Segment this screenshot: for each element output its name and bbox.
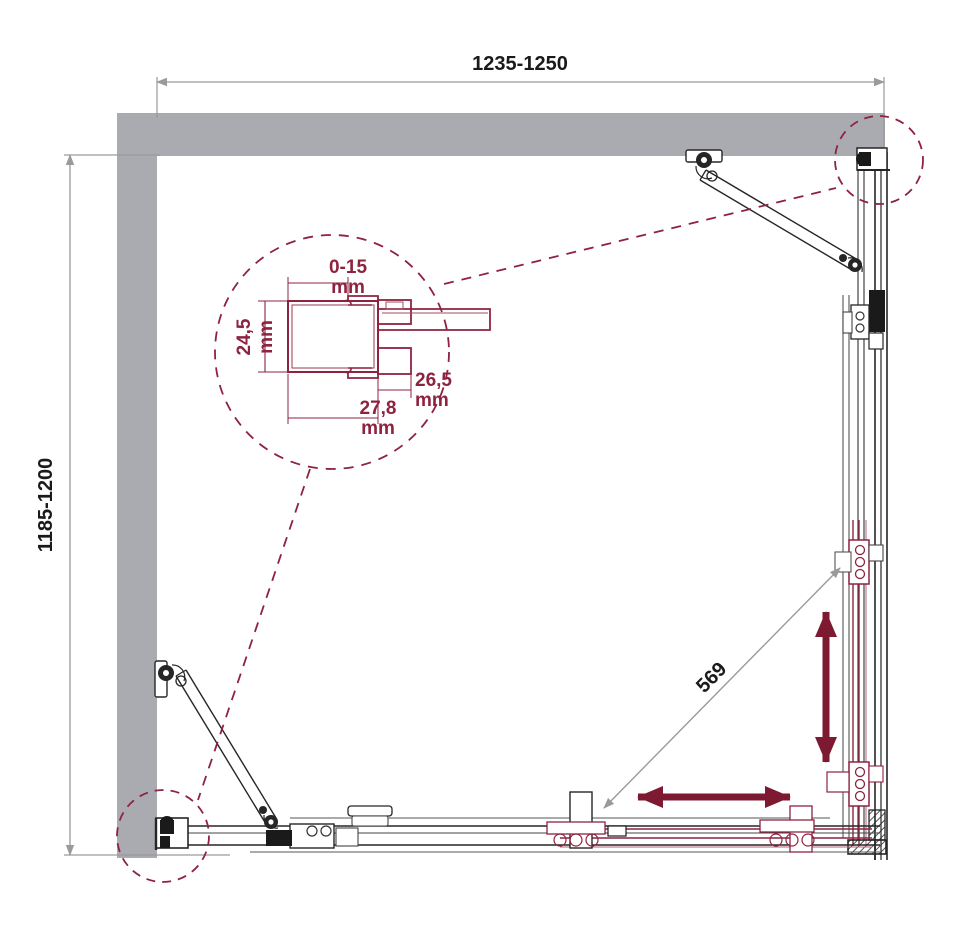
stabilizer-bar-top [685, 149, 863, 273]
detail-dim-height: 24,5 mm [234, 300, 290, 373]
right-lower-hinge [834, 539, 884, 585]
dimension-door-opening: 569 [603, 567, 841, 809]
wall-group [117, 113, 885, 858]
dimension-width: 1235-1250 [156, 53, 885, 160]
detail-dim-depth-unit: mm [415, 390, 449, 411]
right-panel-assembly [826, 147, 890, 860]
bottom-left-wall-bracket [154, 816, 189, 850]
bottom-panel-assembly [154, 791, 880, 853]
bottom-rail-hinge-left [266, 823, 359, 849]
wall-top [117, 113, 885, 156]
detail-magnifier: 0-15 mm 24,5 mm 26,5 mm [214, 234, 491, 470]
detail-marker-top-right [834, 115, 924, 205]
detail-dim-gap: 0-15 mm [287, 257, 367, 302]
detail-dim-height-unit: mm [256, 320, 277, 354]
detail-dim-width: 27,8 mm [287, 374, 397, 439]
dimension-door-opening-label: 569 [692, 658, 731, 697]
detail-dim-gap-unit: mm [331, 277, 365, 298]
wall-left [117, 113, 157, 858]
detail-leader-lines [197, 187, 837, 801]
bottom-rail-center-stop [546, 791, 627, 849]
dimension-height-label: 1185-1200 [35, 458, 57, 553]
right-upper-hinge [842, 290, 885, 350]
detail-dim-width-unit: mm [361, 418, 395, 439]
dimension-height: 1185-1200 [35, 154, 230, 856]
detail-dim-depth: 26,5 mm [377, 370, 452, 411]
profile-cross-section [287, 295, 491, 379]
bottom-rail-hinge-right [759, 805, 815, 853]
motion-arrows [637, 611, 837, 808]
dimension-width-label: 1235-1250 [472, 53, 568, 75]
detail-marker-bottom-left [116, 789, 210, 883]
detail-dim-depth-value: 26,5 [415, 370, 452, 391]
stabilizer-bar-bottom [154, 660, 279, 829]
detail-dim-width-value: 27,8 [360, 398, 397, 419]
detail-dim-gap-value: 0-15 [329, 257, 367, 278]
detail-dim-height-value: 24,5 [234, 318, 255, 355]
top-right-wall-bracket [856, 147, 890, 171]
bottom-rail-roller-cap [347, 805, 393, 827]
